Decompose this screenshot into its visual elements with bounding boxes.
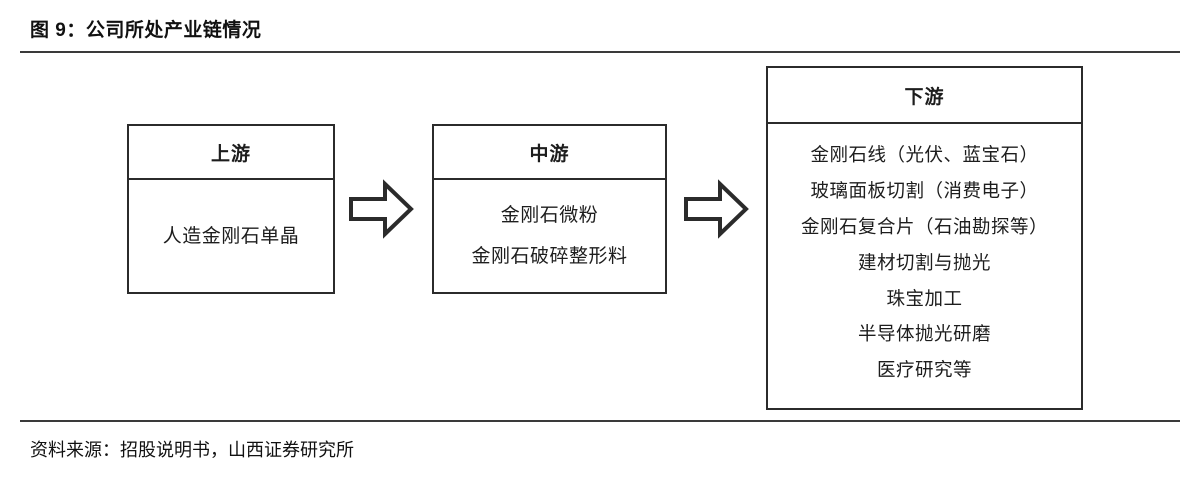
chain-item: 金刚石破碎整形料 bbox=[471, 246, 628, 267]
chain-box-upstream: 上游 人造金刚石单晶 bbox=[127, 124, 335, 294]
title-divider bbox=[20, 51, 1180, 53]
chain-item: 玻璃面板切割（消费电子） bbox=[810, 182, 1039, 203]
chain-item: 金刚石线（光伏、蓝宝石） bbox=[810, 146, 1039, 167]
chain-box-downstream: 下游 金刚石线（光伏、蓝宝石） 玻璃面板切割（消费电子） 金刚石复合片（石油勘探… bbox=[766, 66, 1083, 410]
chain-item: 人造金刚石单晶 bbox=[162, 225, 300, 247]
chain-box-upstream-header: 上游 bbox=[129, 126, 333, 180]
source-divider bbox=[20, 420, 1180, 422]
chain-item: 医疗研究等 bbox=[876, 361, 972, 382]
figure-title: 图 9：公司所处产业链情况 bbox=[30, 20, 262, 41]
industry-chain-diagram: 上游 人造金刚石单晶 中游 金刚石微粉 金刚石破碎整形料 下游 金刚石线（光伏、… bbox=[0, 52, 1200, 420]
arrow-right-icon-midstream-to-downstream bbox=[682, 178, 750, 240]
chain-box-midstream-body: 金刚石微粉 金刚石破碎整形料 bbox=[434, 180, 665, 292]
chain-box-downstream-header: 下游 bbox=[768, 68, 1081, 124]
chain-box-upstream-body: 人造金刚石单晶 bbox=[129, 180, 333, 292]
source-note: 资料来源：招股说明书，山西证券研究所 bbox=[30, 440, 354, 460]
chain-item: 珠宝加工 bbox=[886, 289, 963, 310]
chain-box-downstream-body: 金刚石线（光伏、蓝宝石） 玻璃面板切割（消费电子） 金刚石复合片（石油勘探等） … bbox=[768, 124, 1081, 408]
chain-item: 金刚石微粉 bbox=[500, 205, 599, 226]
chain-item: 半导体抛光研磨 bbox=[857, 325, 991, 346]
arrow-right-icon-upstream-to-midstream bbox=[347, 178, 415, 240]
chain-item: 金刚石复合片（石油勘探等） bbox=[800, 217, 1048, 238]
chain-item: 建材切割与抛光 bbox=[857, 253, 991, 274]
chain-box-midstream: 中游 金刚石微粉 金刚石破碎整形料 bbox=[432, 124, 667, 294]
chain-box-midstream-header: 中游 bbox=[434, 126, 665, 180]
